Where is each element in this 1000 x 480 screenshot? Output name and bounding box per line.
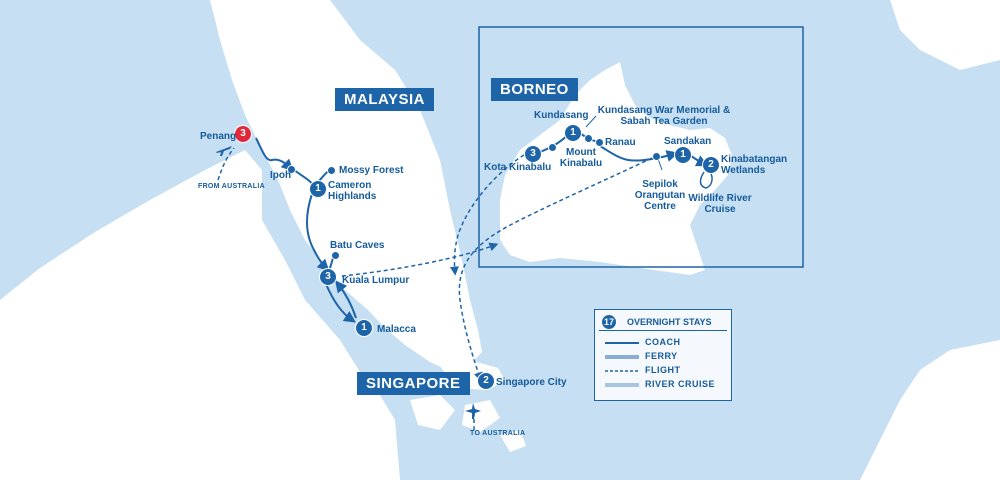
country-label-borneo: BORNEO: [491, 78, 578, 101]
pointer-memorial: [585, 115, 597, 128]
legend-overnight-label: OVERNIGHT STAYS: [627, 317, 712, 327]
stay-badge-kundasang: 1: [564, 124, 582, 142]
stay-badge-singapore-city: 2: [477, 372, 495, 390]
place-label-wildlife-river-cruise: Wildlife River Cruise: [688, 193, 752, 215]
legend-river-cruise-row: RIVER CRUISE: [595, 379, 731, 391]
place-label-from-australia: FROM AUSTRALIA: [198, 183, 265, 190]
legend-overnight-row: 17 OVERNIGHT STAYS: [599, 314, 727, 331]
borneo-land: [500, 62, 732, 275]
riau-islands: [410, 395, 526, 452]
right-land: [860, 340, 1000, 480]
top-right-land: [890, 0, 1000, 70]
place-label-ranau: Ranau: [605, 137, 636, 148]
legend-coach-line: [605, 342, 639, 344]
legend-ferry-line: [605, 355, 639, 359]
place-label-to-australia: TO AUSTRALIA: [470, 430, 526, 437]
place-label-ipoh: Ipoh: [270, 170, 292, 181]
place-label-kinabatangan: Kinabatangan Wetlands: [721, 154, 788, 176]
route-penang-ipoh: [255, 137, 294, 172]
route-kl-malacca: [325, 283, 356, 323]
country-label-singapore: SINGAPORE: [357, 372, 470, 395]
plane-icon-penang: [214, 140, 234, 160]
flight-kl-kotakinabalu: [341, 242, 499, 277]
legend-ferry-label: FERRY: [645, 351, 678, 361]
malay-peninsula-land: [210, 0, 482, 372]
stay-badge-kinabatangan: 2: [702, 156, 720, 174]
legend-flight-line: [605, 370, 639, 372]
country-label-malaysia: MALAYSIA: [335, 88, 434, 111]
legend-river-cruise-line: [605, 383, 639, 387]
legend-flight-label: FLIGHT: [645, 365, 681, 375]
place-label-singapore-city: Singapore City: [496, 377, 567, 388]
legend-ferry-row: FERRY: [595, 351, 731, 363]
place-label-kundasang-memorial: Kundasang War Memorial & Sabah Tea Garde…: [597, 105, 731, 127]
stay-badge-cameron-highlands: 1: [309, 180, 327, 198]
legend-coach-row: COACH: [595, 337, 731, 349]
plane-icon-singapore: [463, 401, 483, 421]
route-wetlands-cruise: [699, 171, 713, 189]
place-dot-kota-kinabalu-hub: [548, 143, 557, 152]
place-label-batu-caves: Batu Caves: [330, 240, 385, 251]
place-dot-batu-caves: [331, 251, 340, 260]
place-label-cameron-highlands: Cameron Highlands: [328, 180, 377, 202]
place-label-mossy-forest: Mossy Forest: [339, 165, 404, 176]
route-malacca-kl: [335, 280, 357, 319]
map-legend: 17 OVERNIGHT STAYS COACH FERRY FLIGHT RI…: [594, 309, 732, 401]
stay-badge-penang: 3: [234, 125, 252, 143]
place-label-penang: Penang: [200, 131, 237, 142]
stay-badge-kota-kinabalu: 3: [524, 145, 542, 163]
route-cameron-kl: [306, 193, 330, 272]
place-label-kota-kinabalu: Kota Kinabalu: [484, 162, 552, 173]
place-dot-mossy-forest: [327, 166, 336, 175]
place-dot-ipoh: [287, 165, 296, 174]
stay-badge-malacca: 1: [355, 319, 373, 337]
flight-from-australia: [217, 147, 235, 181]
borneo-inset-frame: [478, 26, 804, 268]
place-dot-ranau: [595, 138, 604, 147]
legend-coach-label: COACH: [645, 337, 681, 347]
place-dot-sepilok: [652, 152, 661, 161]
legend-flight-row: FLIGHT: [595, 365, 731, 377]
place-label-sepilok: Sepilok Orangutan Centre: [634, 179, 686, 212]
flight-kk-singapore: [449, 154, 525, 276]
stay-badge-kuala-lumpur: 3: [319, 268, 337, 286]
place-label-kuala-lumpur: Kuala Lumpur: [342, 275, 410, 286]
sumatra-land: [0, 150, 400, 480]
place-label-mount-kinabalu: Mount Kinabalu: [559, 147, 603, 169]
legend-total-badge: 17: [601, 314, 617, 330]
place-label-kundasang: Kundasang: [534, 110, 589, 121]
stay-badge-sandakan: 1: [674, 146, 692, 164]
legend-river-cruise-label: RIVER CRUISE: [645, 379, 716, 389]
place-dot-mount-kinabalu: [584, 134, 593, 143]
flight-sandakan-singapore: [458, 157, 653, 382]
place-label-sandakan: Sandakan: [664, 136, 712, 147]
place-label-malacca: Malacca: [377, 324, 416, 335]
